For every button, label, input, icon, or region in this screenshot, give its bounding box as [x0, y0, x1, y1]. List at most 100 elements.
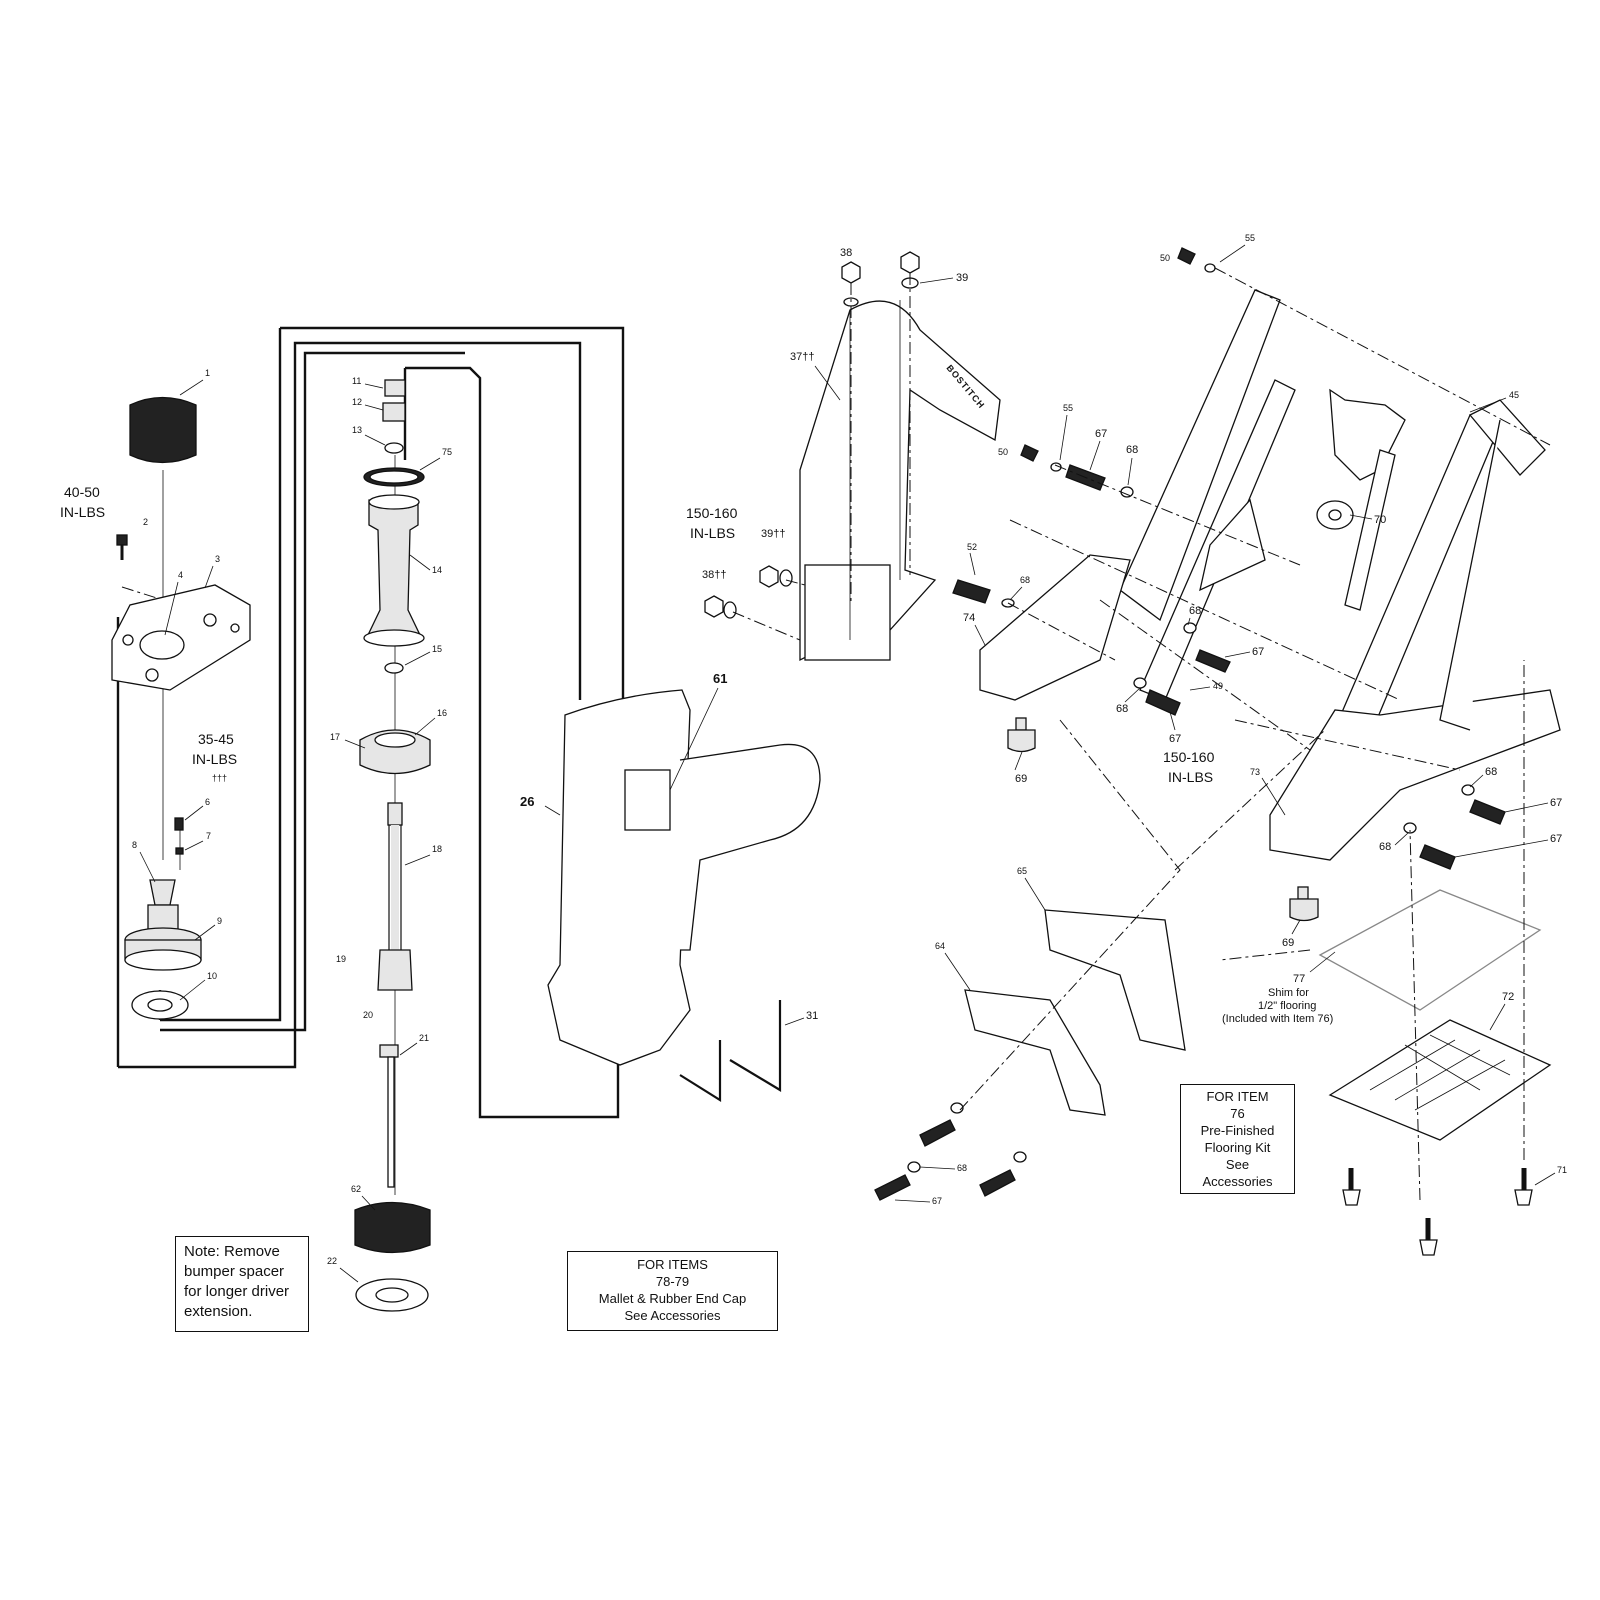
- callout-15: 15: [432, 644, 442, 654]
- callout-62: 62: [351, 1184, 361, 1194]
- callout-71: 71: [1557, 1165, 1567, 1175]
- hose-part: [679, 1000, 782, 1102]
- shim-line-2: 1/2" flooring: [1258, 1000, 1316, 1012]
- bracket-part: [1316, 388, 1406, 611]
- torque-3-unit: IN-LBS: [690, 525, 735, 541]
- note-76-line-1: FOR ITEM: [1206, 1089, 1269, 1104]
- callout-67c: 67: [1169, 733, 1181, 745]
- callout-65: 65: [1017, 866, 1027, 876]
- callout-20: 20: [363, 1010, 373, 1020]
- callout-9: 9: [217, 916, 222, 926]
- gasket-part: [131, 990, 189, 1020]
- callout-6: 6: [205, 797, 210, 807]
- callout-68d: 68: [1116, 703, 1128, 715]
- shim-label: Shim for 1/2" flooring (Included with It…: [1222, 987, 1333, 1025]
- callout-55b: 55: [1063, 403, 1073, 413]
- callout-18: 18: [432, 844, 442, 854]
- callout-38b: 38††: [702, 569, 726, 581]
- note-7879-line-3: Mallet & Rubber End Cap: [598, 1291, 747, 1306]
- note-7879-line-1: FOR ITEMS: [637, 1257, 708, 1272]
- callout-72: 72: [1502, 991, 1514, 1003]
- callout-69a: 69: [1015, 773, 1027, 785]
- callout-68e: 68: [1485, 766, 1497, 778]
- callout-22: 22: [327, 1256, 337, 1266]
- callout-67d: 67: [1550, 797, 1562, 809]
- callout-67f: 67: [932, 1196, 942, 1206]
- callout-4: 4: [178, 570, 183, 580]
- callout-67e: 67: [1550, 833, 1562, 845]
- valve-body-part: [124, 927, 202, 971]
- note-76-line-2: 76: [1230, 1106, 1245, 1121]
- callout-19: 19: [336, 954, 346, 964]
- shim-part: [1318, 889, 1542, 1011]
- torque-3-value: 150-160: [686, 505, 738, 521]
- screw-part: [174, 817, 184, 855]
- callout-68g: 68: [957, 1163, 967, 1173]
- note-76-line-3: Pre-Finished: [1200, 1123, 1275, 1138]
- note-remove-line-1: Note: Remove: [184, 1243, 280, 1260]
- bolt-part: [874, 247, 1506, 1201]
- torque-2-value: 35-45: [198, 731, 234, 747]
- piston-column: [354, 379, 431, 1312]
- callout-31: 31: [806, 1010, 818, 1022]
- note-remove-line-3: for longer driver: [184, 1283, 290, 1300]
- note-76-line-4: Flooring Kit: [1204, 1140, 1271, 1155]
- callout-67a: 67: [1095, 428, 1107, 440]
- callout-39: 39: [956, 272, 968, 284]
- note-item-76: FOR ITEM 76 Pre-Finished Flooring Kit Se…: [1180, 1084, 1295, 1194]
- callout-3: 3: [215, 554, 220, 564]
- callout-50b: 50: [998, 447, 1008, 457]
- torque-1-unit: IN-LBS: [60, 504, 105, 520]
- callout-26: 26: [520, 794, 534, 809]
- callout-52: 52: [967, 542, 977, 552]
- part-callouts: 1 2 3 4 6 7 8 9 10 11 12 13 14 15 16 17 …: [132, 233, 1567, 1283]
- callout-12: 12: [352, 397, 362, 407]
- callout-67b: 67: [1252, 646, 1264, 658]
- note-remove-line-2: bumper spacer: [184, 1263, 285, 1280]
- nut-part: [704, 251, 920, 619]
- callout-10: 10: [207, 971, 217, 981]
- screw-part: [116, 534, 128, 560]
- callout-16: 16: [437, 708, 447, 718]
- foot-part: [1007, 717, 1319, 922]
- cylinder-cap-part: [111, 584, 251, 691]
- callout-8: 8: [132, 840, 137, 850]
- callout-68b: 68: [1020, 575, 1030, 585]
- note-76-line-6: Accessories: [1202, 1174, 1273, 1189]
- callout-61: 61: [713, 671, 727, 686]
- dashed-assembly-lines: [732, 267, 1551, 1201]
- screw-part: [1342, 1168, 1533, 1256]
- base-plate-part: [1328, 1019, 1552, 1141]
- callout-75: 75: [442, 447, 452, 457]
- note-7879-line-2: 78-79: [655, 1274, 690, 1289]
- callout-21: 21: [419, 1033, 429, 1043]
- callout-68f: 68: [1379, 841, 1391, 853]
- handle-arm-part: [799, 300, 1001, 662]
- torque-1-value: 40-50: [64, 484, 100, 500]
- shim-line-1: Shim for: [1268, 987, 1309, 999]
- callout-49: 49: [1213, 681, 1223, 691]
- plate-part: [964, 909, 1186, 1116]
- note-remove-spacer: Note: Remove bumper spacer for longer dr…: [175, 1236, 309, 1332]
- main-body-part: [547, 689, 821, 1066]
- callout-45: 45: [1509, 390, 1519, 400]
- shim-line-3: (Included with Item 76): [1222, 1013, 1333, 1025]
- bumper-cap-part: [129, 396, 197, 464]
- callout-13: 13: [352, 425, 362, 435]
- torque-4-unit: IN-LBS: [1168, 769, 1213, 785]
- callout-39b: 39††: [761, 528, 785, 540]
- valve-stem-part: [147, 879, 179, 931]
- callout-50a: 50: [1160, 253, 1170, 263]
- callout-1: 1: [205, 368, 210, 378]
- callout-17: 17: [330, 732, 340, 742]
- callout-7: 7: [206, 831, 211, 841]
- callout-64: 64: [935, 941, 945, 951]
- torque-2-mark: †††: [212, 773, 227, 783]
- note-7879-line-4: See Accessories: [624, 1308, 721, 1323]
- torque-specs: 40-50 IN-LBS 35-45 IN-LBS ††† 150-160 IN…: [60, 484, 1215, 785]
- callout-77: 77: [1293, 973, 1305, 985]
- callout-38: 38: [840, 247, 852, 259]
- callout-74: 74: [963, 612, 975, 624]
- torque-4-value: 150-160: [1163, 749, 1215, 765]
